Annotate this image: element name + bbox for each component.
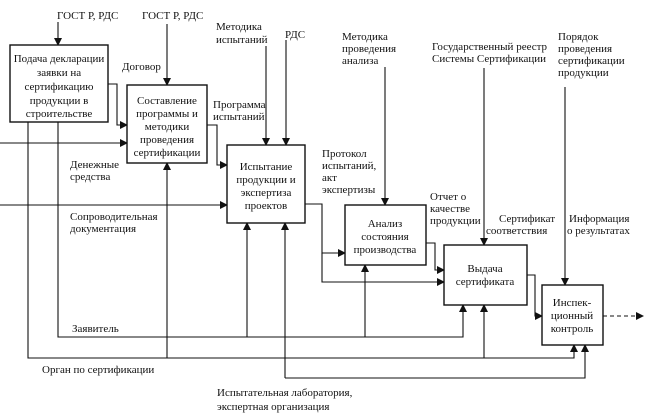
label-procedure: сертификации [558,55,625,67]
label-analysis-method: анализа [342,55,378,67]
label-protocol: акт [322,172,337,184]
label-rds: РДС [285,29,305,41]
box-label: производства [354,244,417,256]
label-test-lab: экспертная организация [217,401,329,413]
flow-arrows [0,83,644,320]
box-label: Подача декларации [14,53,105,65]
flow-labels: Договор Программа испытаний Денежные сре… [70,61,630,237]
label-gost-1: ГОСТ Р, РДС [57,10,118,22]
box-label: Испытание [240,161,293,173]
label-test-lab: Испытательная лаборатория, [217,387,353,399]
label-protocol: Протокол [322,148,367,160]
box-testing: Испытание продукции и экспертиза проекто… [226,144,306,224]
label-contract: Договор [122,61,161,73]
label-results-info: Информация [569,213,629,225]
label-state-register: Государственный реестр [432,41,548,53]
label-procedure: проведения [558,43,612,55]
label-certificate: соответствия [486,225,547,237]
box-label: контроль [551,323,593,335]
control-labels: ГОСТ Р, РДС ГОСТ Р, РДС Методика испытан… [57,10,625,79]
label-protocol: испытаний, [322,160,377,172]
box-label: Выдача [467,263,502,275]
label-analysis-method: проведения [342,43,396,55]
control-arrows [54,22,569,286]
label-report: качестве [430,203,470,215]
box-label: сертификации [134,147,201,159]
box-label: методики [145,121,190,133]
label-state-register: Системы Сертификации [432,53,546,65]
label-documents: документация [70,223,136,235]
label-money: средства [70,171,110,183]
label-program: Программа [213,99,266,111]
label-certification-body: Орган по сертификации [42,364,154,376]
mechanism-labels: Заявитель Орган по сертификации Испытате… [42,323,353,413]
box-label: Инспек- [553,297,592,309]
box-label: проведения [140,134,194,146]
label-gost-2: ГОСТ Р, РДС [142,10,203,22]
mechanism-arrows [27,122,589,379]
box-declaration: Подача декларации заявки на сертификацию… [9,44,109,123]
label-results-info: о результатах [567,225,630,237]
label-program: испытаний [213,111,265,123]
label-procedure: Порядок [558,31,599,43]
label-money: Денежные [70,159,119,171]
label-applicant: Заявитель [72,323,119,335]
box-program: Составление программы и методики проведе… [126,84,208,164]
box-label: состояния [361,231,408,243]
box-label: сертификата [456,276,515,288]
label-report: продукции [430,215,481,227]
box-label: Составление [137,95,197,107]
box-label: программы и [136,108,198,120]
box-issue-certificate: Выдача сертификата [443,244,528,306]
box-label: ционный [551,310,593,322]
box-label: строительстве [26,108,93,120]
label-analysis-method: Методика [342,31,388,43]
box-label: проектов [245,200,287,212]
box-inspection: Инспек- ционный контроль [541,284,604,346]
label-protocol: экспертизы [322,184,376,196]
label-test-method: испытаний [216,34,268,46]
box-label: экспертиза [241,187,292,199]
box-label: продукции и [236,174,295,186]
label-documents: Сопроводительная [70,211,158,223]
box-label: продукции в [30,95,89,107]
label-procedure: продукции [558,67,609,79]
label-test-method: Методика [216,21,262,33]
label-report: Отчет о [430,191,467,203]
box-label: сертификацию [24,81,93,93]
box-label: Анализ [368,218,403,230]
box-label: заявки на [37,67,81,79]
box-analysis: Анализ состояния производства [344,204,427,266]
label-certificate: Сертификат [499,213,555,225]
